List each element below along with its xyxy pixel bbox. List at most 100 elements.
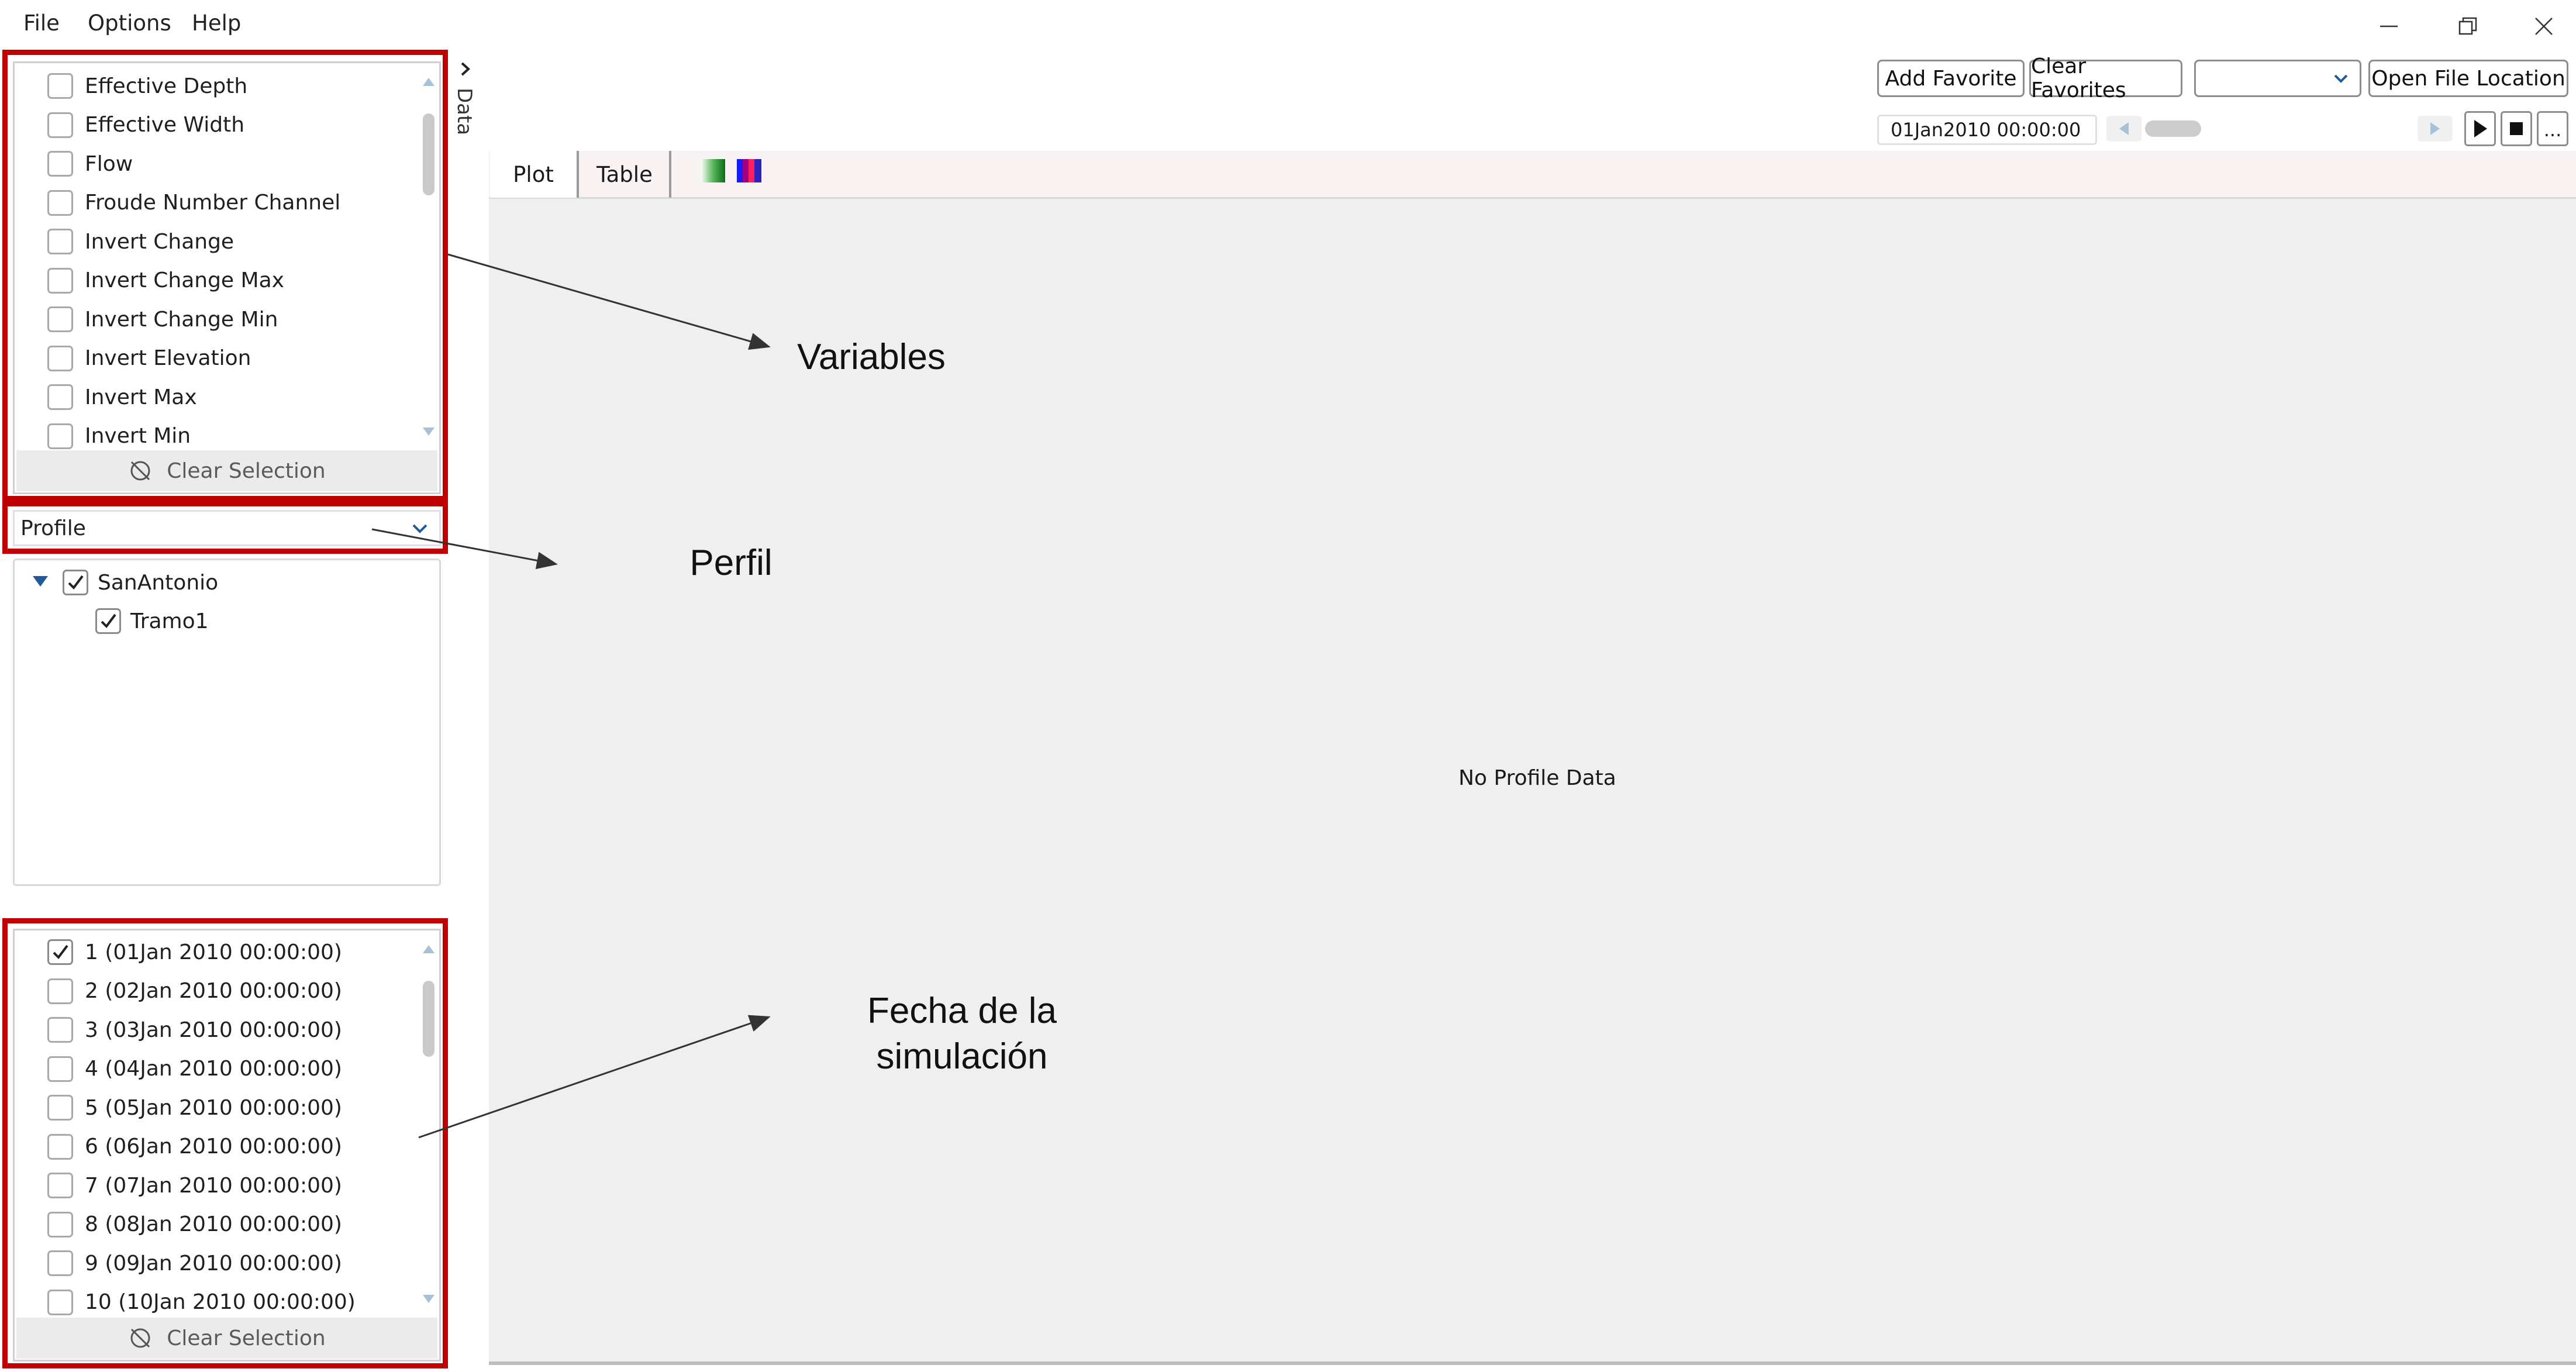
list-item[interactable]: 2 (02Jan 2010 00:00:00) bbox=[15, 972, 342, 1011]
time-steps-scrollbar[interactable] bbox=[418, 936, 439, 1311]
color-gradient-green-button[interactable] bbox=[699, 158, 726, 184]
list-item[interactable]: Froude Number Channel bbox=[15, 184, 340, 222]
list-item[interactable]: 5 (05Jan 2010 00:00:00) bbox=[15, 1088, 342, 1127]
mode-dropdown[interactable]: Profile bbox=[13, 510, 441, 546]
tab-plot[interactable]: Plot bbox=[490, 151, 579, 198]
list-item[interactable]: Invert Min bbox=[15, 417, 191, 450]
list-item[interactable]: 3 (03Jan 2010 00:00:00) bbox=[15, 1011, 342, 1049]
date-annotation-line2: simulación bbox=[876, 1036, 1048, 1077]
list-item[interactable]: 10 (10Jan 2010 00:00:00) bbox=[15, 1283, 356, 1318]
item-label: Flow bbox=[85, 151, 133, 176]
item-checkbox[interactable] bbox=[47, 1095, 73, 1121]
item-checkbox[interactable] bbox=[47, 306, 73, 332]
close-button[interactable] bbox=[2518, 6, 2570, 47]
river-tree: SanAntonio Tramo1 bbox=[13, 559, 441, 886]
list-item[interactable]: 6 (06Jan 2010 00:00:00) bbox=[15, 1128, 342, 1166]
add-favorite-button[interactable]: Add Favorite bbox=[1877, 60, 2025, 97]
clear-favorites-button[interactable]: Clear Favorites bbox=[2029, 54, 2182, 102]
scroll-down-icon[interactable] bbox=[420, 425, 437, 439]
tree-node-root[interactable]: SanAntonio bbox=[63, 566, 218, 599]
triangle-down-icon bbox=[33, 576, 48, 587]
item-checkbox[interactable] bbox=[47, 1056, 73, 1082]
list-item[interactable]: 4 (04Jan 2010 00:00:00) bbox=[15, 1050, 342, 1088]
play-icon bbox=[2474, 120, 2487, 137]
checkmark-icon bbox=[68, 575, 84, 590]
item-checkbox[interactable] bbox=[47, 1289, 73, 1315]
scroll-down-icon[interactable] bbox=[420, 1292, 437, 1306]
list-item[interactable]: Invert Change Max bbox=[15, 261, 284, 300]
item-label: 7 (07Jan 2010 00:00:00) bbox=[85, 1173, 342, 1198]
item-label: Effective Depth bbox=[85, 74, 248, 98]
list-item[interactable]: Effective Depth bbox=[15, 67, 247, 105]
tab-bar bbox=[489, 151, 2576, 199]
date-annotation: Fecha de la simulación bbox=[842, 988, 1082, 1080]
list-item[interactable]: Flow bbox=[15, 144, 133, 183]
item-checkbox[interactable] bbox=[47, 345, 73, 371]
menu-file[interactable]: File bbox=[23, 11, 60, 36]
time-input[interactable]: 01Jan2010 00:00:00 bbox=[1877, 115, 2097, 145]
minimize-icon bbox=[2380, 25, 2398, 27]
item-checkbox[interactable] bbox=[47, 151, 73, 177]
favorites-dropdown[interactable] bbox=[2194, 60, 2361, 97]
stop-button[interactable] bbox=[2501, 111, 2532, 146]
tab-table[interactable]: Table bbox=[580, 151, 671, 198]
list-item[interactable]: Effective Width bbox=[15, 106, 244, 144]
play-button[interactable] bbox=[2464, 111, 2496, 146]
item-label: Invert Elevation bbox=[85, 346, 251, 370]
scroll-thumb[interactable] bbox=[423, 113, 434, 195]
item-checkbox[interactable] bbox=[47, 939, 73, 965]
scroll-thumb[interactable] bbox=[423, 981, 434, 1057]
list-item[interactable]: 7 (07Jan 2010 00:00:00) bbox=[15, 1166, 342, 1205]
scroll-up-icon[interactable] bbox=[420, 942, 437, 956]
list-item[interactable]: Invert Change bbox=[15, 222, 234, 261]
tree-node-child[interactable]: Tramo1 bbox=[95, 605, 209, 637]
item-checkbox[interactable] bbox=[47, 1173, 73, 1198]
minimize-button[interactable] bbox=[2363, 6, 2415, 47]
list-item[interactable]: Invert Elevation bbox=[15, 339, 251, 378]
restore-button[interactable] bbox=[2441, 6, 2494, 47]
time-slider-thumb[interactable] bbox=[2145, 120, 2201, 137]
item-checkbox[interactable] bbox=[47, 978, 73, 1004]
plot-area[interactable]: No Profile Data bbox=[489, 199, 2576, 1365]
item-checkbox[interactable] bbox=[47, 112, 73, 138]
time-step-forward-button[interactable] bbox=[2418, 116, 2453, 142]
item-checkbox[interactable] bbox=[47, 1017, 73, 1043]
clear-selection-label: Clear Selection bbox=[167, 459, 326, 483]
scroll-up-icon[interactable] bbox=[420, 75, 437, 89]
color-palette-button[interactable] bbox=[736, 158, 763, 184]
item-checkbox[interactable] bbox=[47, 384, 73, 410]
menu-help[interactable]: Help bbox=[192, 11, 242, 36]
item-label: 10 (10Jan 2010 00:00:00) bbox=[85, 1290, 356, 1314]
tree-root-checkbox[interactable] bbox=[63, 570, 88, 595]
more-options-button[interactable]: ... bbox=[2537, 111, 2568, 146]
item-checkbox[interactable] bbox=[47, 189, 73, 216]
date-annotation-line1: Fecha de la bbox=[867, 991, 1057, 1031]
list-item[interactable]: Invert Change Min bbox=[15, 300, 278, 339]
item-checkbox[interactable] bbox=[47, 423, 73, 449]
list-item[interactable]: Invert Max bbox=[15, 378, 197, 416]
item-checkbox[interactable] bbox=[47, 1250, 73, 1276]
item-checkbox[interactable] bbox=[47, 73, 73, 99]
open-file-location-button[interactable]: Open File Location bbox=[2368, 60, 2568, 97]
tree-child-checkbox[interactable] bbox=[95, 608, 121, 634]
item-label: 6 (06Jan 2010 00:00:00) bbox=[85, 1135, 342, 1159]
tree-child-label: Tramo1 bbox=[130, 609, 209, 633]
time-clear-selection-button[interactable]: Clear Selection bbox=[16, 1318, 437, 1359]
tree-expand-toggle[interactable] bbox=[30, 571, 51, 592]
expand-data-panel-button[interactable] bbox=[451, 57, 480, 81]
menu-options[interactable]: Options bbox=[88, 11, 171, 36]
item-label: Invert Change Max bbox=[85, 268, 284, 292]
item-checkbox[interactable] bbox=[47, 1211, 73, 1237]
list-item[interactable]: 8 (08Jan 2010 00:00:00) bbox=[15, 1205, 342, 1244]
item-checkbox[interactable] bbox=[47, 229, 73, 254]
list-item[interactable]: 9 (09Jan 2010 00:00:00) bbox=[15, 1244, 342, 1283]
time-step-back-button[interactable] bbox=[2106, 116, 2142, 142]
variables-scrollbar[interactable] bbox=[418, 69, 439, 443]
green-gradient-icon bbox=[701, 159, 725, 182]
variables-clear-selection-button[interactable]: Clear Selection bbox=[16, 450, 437, 491]
item-checkbox[interactable] bbox=[47, 1133, 73, 1160]
item-checkbox[interactable] bbox=[47, 267, 73, 294]
time-steps-list[interactable]: 1 (01Jan 2010 00:00:00)2 (02Jan 2010 00:… bbox=[13, 929, 441, 1361]
list-item[interactable]: 1 (01Jan 2010 00:00:00) bbox=[15, 933, 342, 971]
